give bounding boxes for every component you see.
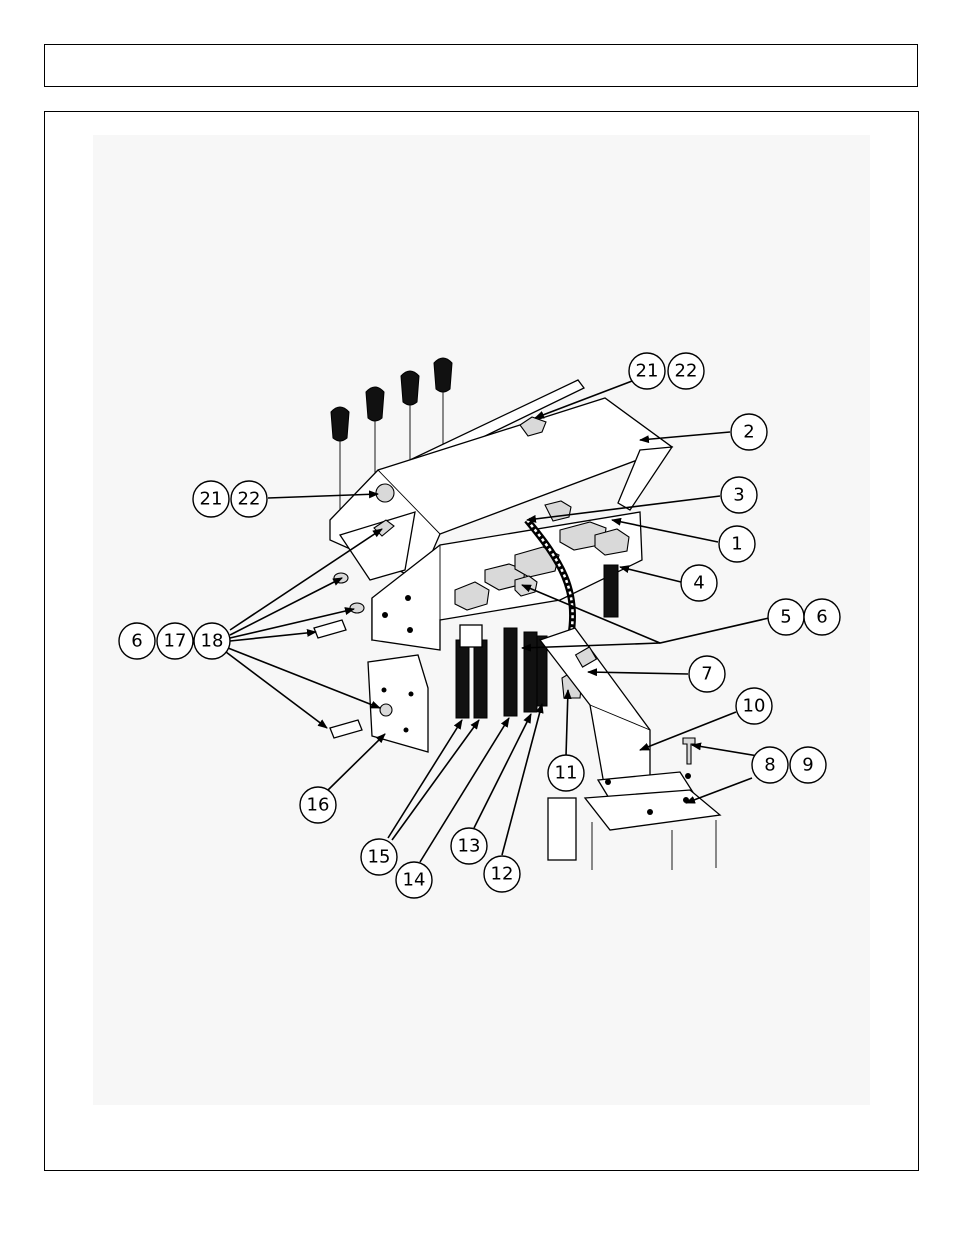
svg-text:18: 18 <box>201 631 224 652</box>
callout-14: 14 <box>396 862 432 898</box>
callout-1: 1 <box>719 526 755 562</box>
callout-2: 2 <box>731 414 767 450</box>
callout-17: 17 <box>157 623 193 659</box>
callout-8: 8 <box>752 747 788 783</box>
lever-knob-2 <box>366 387 384 421</box>
svg-text:15: 15 <box>368 847 391 868</box>
svg-text:14: 14 <box>403 870 426 891</box>
callout-18: 18 <box>194 623 230 659</box>
svg-text:16: 16 <box>307 795 330 816</box>
lever-knob-1 <box>331 407 349 441</box>
svg-text:1: 1 <box>731 534 742 555</box>
svg-text:6: 6 <box>131 631 142 652</box>
callout-13: 13 <box>451 828 487 864</box>
svg-text:22: 22 <box>238 489 261 510</box>
callout-6-right: 6 <box>804 599 840 635</box>
callout-4: 4 <box>681 565 717 601</box>
svg-text:11: 11 <box>555 763 578 784</box>
svg-text:5: 5 <box>780 607 791 628</box>
svg-text:2: 2 <box>743 422 754 443</box>
cover-knob-left <box>376 484 394 502</box>
svg-text:10: 10 <box>743 696 766 717</box>
callout-15: 15 <box>361 839 397 875</box>
callout-22-top: 22 <box>668 353 704 389</box>
svg-text:9: 9 <box>802 755 813 776</box>
callout-22-left: 22 <box>231 481 267 517</box>
callout-3: 3 <box>721 477 757 513</box>
callout-16: 16 <box>300 787 336 823</box>
svg-text:13: 13 <box>458 836 481 857</box>
svg-text:4: 4 <box>693 573 704 594</box>
svg-text:6: 6 <box>816 607 827 628</box>
svg-text:21: 21 <box>200 489 223 510</box>
callout-5: 5 <box>768 599 804 635</box>
svg-text:17: 17 <box>164 631 187 652</box>
svg-text:7: 7 <box>701 664 712 685</box>
svg-text:22: 22 <box>675 361 698 382</box>
callout-21-top: 21 <box>629 353 665 389</box>
callout-21-left: 21 <box>193 481 229 517</box>
callout-10: 10 <box>736 688 772 724</box>
callout-6-left: 6 <box>119 623 155 659</box>
callout-9: 9 <box>790 747 826 783</box>
lever-knob-4 <box>434 358 452 392</box>
svg-text:8: 8 <box>764 755 775 776</box>
callout-12: 12 <box>484 856 520 892</box>
svg-text:12: 12 <box>491 864 514 885</box>
lever-knob-3 <box>401 371 419 405</box>
callout-7: 7 <box>689 656 725 692</box>
svg-text:21: 21 <box>636 361 659 382</box>
svg-text:3: 3 <box>733 485 744 506</box>
callout-11: 11 <box>548 755 584 791</box>
